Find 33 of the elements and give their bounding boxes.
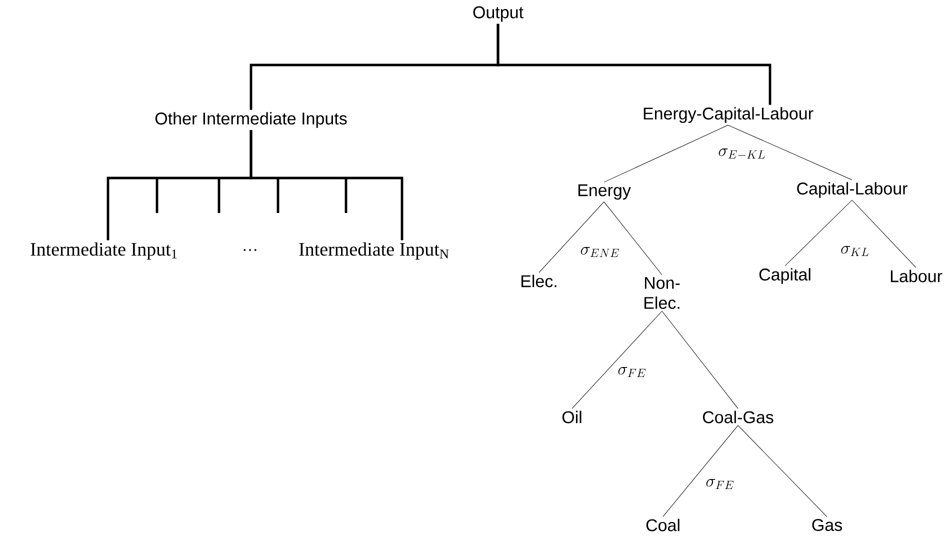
connector-line <box>662 425 738 517</box>
node-label: Coal-Gas <box>702 410 774 424</box>
elasticity-label: $\sigma_{FE}$ <box>706 478 734 490</box>
connector-line <box>852 200 916 268</box>
node-label: Other Intermediate Inputs <box>155 112 347 128</box>
connector-line <box>728 124 852 180</box>
connector-line <box>572 310 662 409</box>
node-label: Output <box>473 6 524 22</box>
node-label: Elec. <box>522 274 556 288</box>
connector-line <box>250 130 404 240</box>
node-label: Coal <box>646 518 680 532</box>
node-label: Intermediate Input$_{1}$ <box>30 242 177 260</box>
node-label: Capital-Labour <box>797 182 908 198</box>
connector-line <box>496 24 772 105</box>
connector-line <box>604 202 662 276</box>
node-label: Oil <box>562 410 582 424</box>
elasticity-label: $\sigma_{FE}$ <box>618 366 646 378</box>
connector-line <box>538 202 604 273</box>
elasticity-label: … <box>244 249 256 251</box>
elasticity-label: $\sigma_{KL}$ <box>841 246 869 256</box>
node-label: Capital <box>759 268 810 284</box>
node-label: Energy-Capital-Labour <box>644 107 814 123</box>
connector-line <box>738 425 828 518</box>
connector-line <box>604 124 728 182</box>
node-label: Labour <box>890 270 942 282</box>
connector-line <box>662 310 738 409</box>
node-label: Energy <box>578 184 631 200</box>
node-label: Gas <box>812 518 842 532</box>
node-label: Intermediate Input$_{N}$ <box>299 242 449 260</box>
elasticity-label: $\sigma_{ENE}$ <box>580 246 619 258</box>
node-label: Non-Elec. <box>644 277 680 309</box>
elasticity-label: $\sigma_{E-KL}$ <box>718 148 765 159</box>
connector-line <box>784 200 852 266</box>
